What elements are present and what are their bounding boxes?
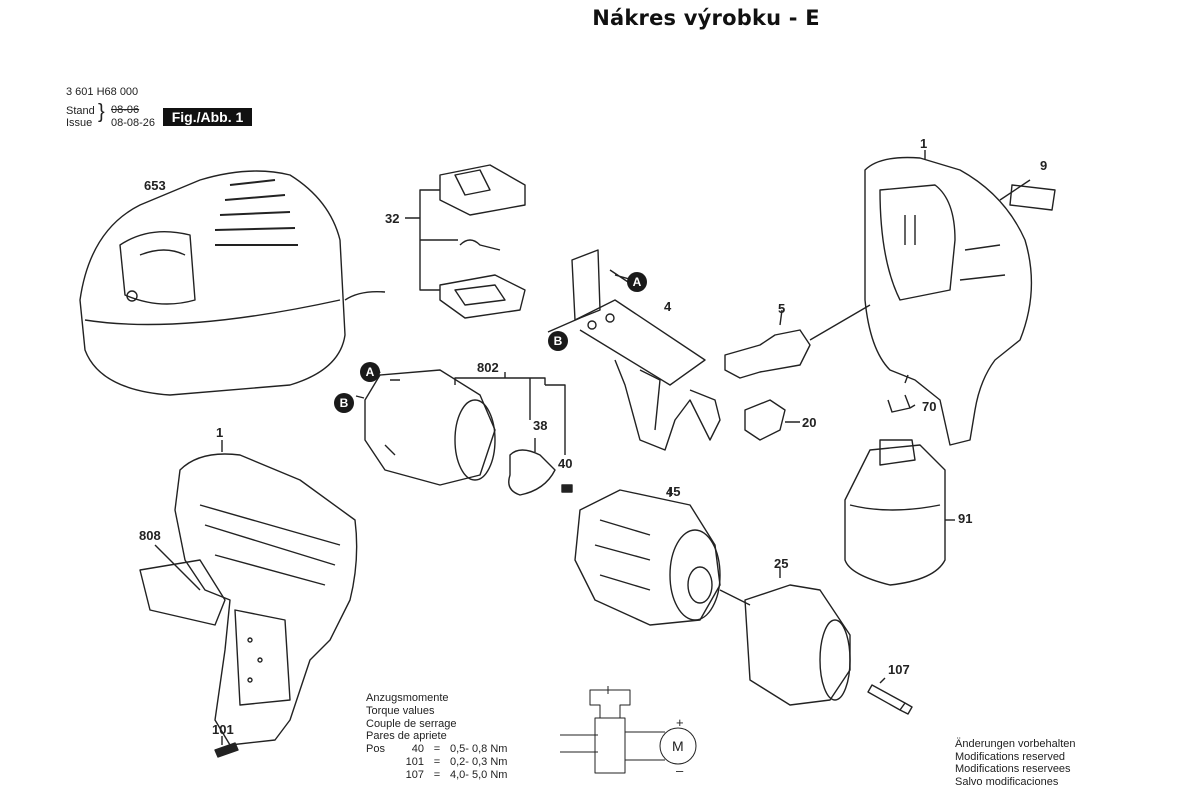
- part-label-32: 32: [385, 211, 400, 226]
- connector-b-motor: B: [334, 393, 354, 413]
- stand-label: Stand: [66, 105, 95, 117]
- plus-sign: +: [676, 715, 684, 730]
- chuck-drawing: [744, 568, 851, 706]
- connector-a-motor: A: [360, 362, 380, 382]
- torque-row: 101 = 0,2- 0,3 Nm: [366, 755, 508, 769]
- modifications-de: Änderungen vorbehalten: [955, 738, 1076, 750]
- part-label-9: 9: [1040, 158, 1048, 173]
- part-label-107: 107: [888, 662, 910, 677]
- torque-pos: 40: [411, 743, 424, 756]
- circuit-schematic: [560, 686, 697, 774]
- torque-eq: =: [433, 755, 441, 768]
- minus-sign: –: [676, 763, 684, 778]
- part-label-70: 70: [922, 399, 937, 414]
- part-label-1-bottom: 1: [216, 425, 224, 440]
- torque-heading-en: Torque values: [366, 704, 435, 717]
- modifications-notice: Änderungen vorbehalten Modifications res…: [955, 738, 1075, 788]
- ring-drawing: [508, 449, 556, 496]
- part-label-1-top: 1: [920, 136, 928, 151]
- part-label-802: 802: [477, 360, 499, 375]
- torque-heading-de: Anzugsmomente: [366, 692, 449, 704]
- modifications-es: Salvo modificaciones: [955, 775, 1059, 788]
- gearbox-drawing: [574, 487, 751, 626]
- slider-drawing: [724, 304, 871, 379]
- modifications-fr: Modifications reservees: [955, 763, 1071, 775]
- torque-values: Anzugsmomente Torque values Couple de se…: [366, 692, 507, 782]
- screw-101-drawing: [214, 742, 239, 758]
- torque-pos: 107: [405, 768, 424, 781]
- part-number: 3 601 H68 000: [66, 86, 139, 98]
- battery-drawing: [844, 439, 955, 586]
- torque-heading-es: Pares de apriete: [366, 730, 447, 743]
- connector-a-switch: A: [627, 272, 647, 292]
- part-label-91: 91: [958, 511, 973, 526]
- torque-value: 4,0- 5,0 Nm: [450, 768, 508, 781]
- issue-label: Issue: [66, 117, 93, 129]
- part-label-101: 101: [212, 722, 234, 737]
- screw-40-drawing: [561, 484, 573, 493]
- knob-drawing: [744, 399, 800, 441]
- part-label-38: 38: [533, 418, 548, 433]
- charger-drawing: [79, 170, 386, 396]
- page-title: Nákres výrobku - E: [592, 6, 820, 30]
- spring-drawing: [887, 374, 916, 413]
- torque-value: 0,2- 0,3 Nm: [450, 755, 508, 768]
- part-label-25: 25: [774, 556, 789, 571]
- part-label-45: 45: [666, 484, 681, 499]
- brace: }: [98, 101, 105, 123]
- torque-heading-fr: Couple de serrage: [366, 717, 457, 730]
- torque-eq: =: [433, 743, 441, 756]
- clip-drawing: [405, 164, 526, 319]
- pos-label: Pos: [366, 743, 385, 756]
- old-date: 08-06: [111, 104, 140, 116]
- label-808-drawing: [139, 559, 226, 626]
- housing-bottom-drawing: [174, 440, 358, 746]
- part-label-808: 808: [139, 528, 161, 543]
- part-label-653: 653: [144, 178, 166, 193]
- motor-drawing: [355, 367, 566, 486]
- part-label-20: 20: [802, 415, 817, 430]
- torque-row: Pos 40 = 0,5- 0,8 Nm: [366, 743, 507, 756]
- connector-b-switch: B: [548, 331, 568, 351]
- torque-row: 107 = 4,0- 5,0 Nm: [366, 768, 508, 782]
- motor-symbol: M: [672, 738, 684, 754]
- screw-107-drawing: [867, 684, 913, 715]
- switch-drawing: [547, 249, 721, 451]
- torque-pos: 101: [405, 755, 424, 768]
- housing-top-drawing: [864, 150, 1056, 446]
- modifications-en: Modifications reserved: [955, 750, 1066, 763]
- torque-value: 0,5- 0,8 Nm: [450, 743, 508, 756]
- figure-label: Fig./Abb. 1: [163, 108, 252, 126]
- issue-date: 08-08-26: [111, 117, 156, 129]
- part-label-4: 4: [664, 299, 672, 314]
- torque-eq: =: [433, 768, 441, 781]
- part-label-5: 5: [778, 301, 786, 316]
- part-label-40: 40: [558, 456, 573, 471]
